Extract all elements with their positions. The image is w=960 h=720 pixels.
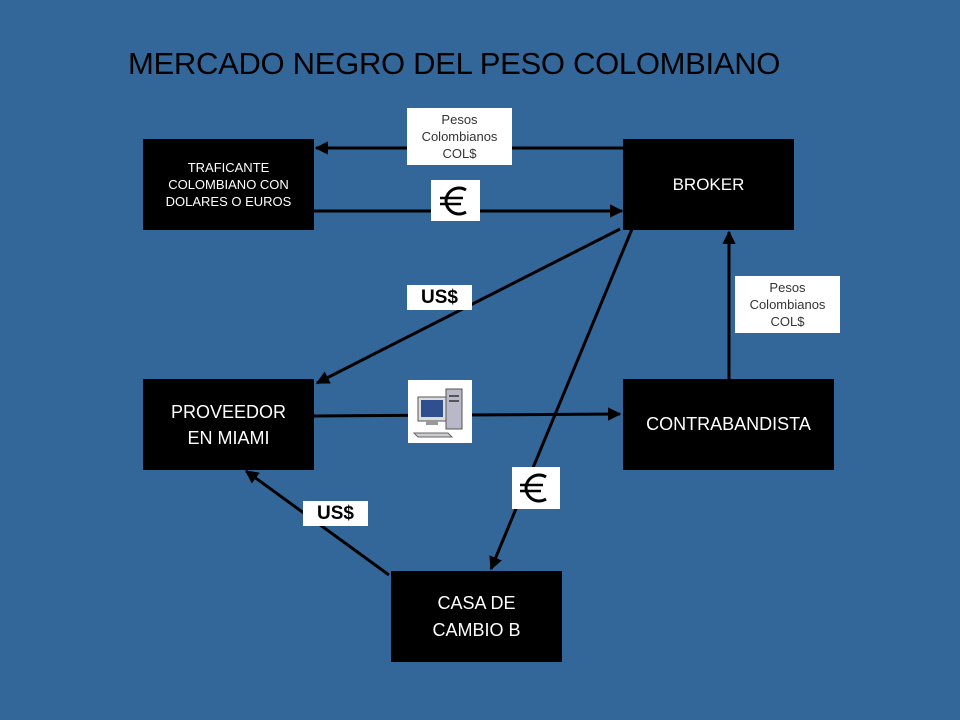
node-proveedor: PROVEEDOR EN MIAMI xyxy=(143,379,314,470)
node-contrabandista: CONTRABANDISTA xyxy=(623,379,834,470)
label-usd-bottom: US$ xyxy=(303,501,368,526)
computer-icon xyxy=(408,380,472,443)
label-pesos-right: Pesos Colombianos COL$ xyxy=(735,276,840,333)
label-pesos-top: Pesos Colombianos COL$ xyxy=(407,108,512,165)
node-contrabandista-label: CONTRABANDISTA xyxy=(646,414,811,434)
node-casa-de-cambio: CASA DE CAMBIO B xyxy=(391,571,562,662)
node-casa-de-cambio-label: CASA DE CAMBIO B xyxy=(432,592,521,640)
diagram-title: MERCADO NEGRO DEL PESO COLOMBIANO xyxy=(128,46,781,81)
label-usd-mid: US$ xyxy=(407,285,472,310)
node-broker-label: BROKER xyxy=(672,174,745,194)
euro-icon xyxy=(431,180,480,221)
node-proveedor-label: PROVEEDOR EN MIAMI xyxy=(170,401,287,448)
arrow-broker-to-casa xyxy=(489,228,634,571)
euro-icon xyxy=(512,467,560,509)
node-broker: BROKER xyxy=(623,139,794,230)
node-traficante: TRAFICANTE COLOMBIANO CON DOLARES O EURO… xyxy=(143,139,314,230)
node-traficante-label: TRAFICANTE COLOMBIANO CON DOLARES O EURO… xyxy=(165,160,292,209)
